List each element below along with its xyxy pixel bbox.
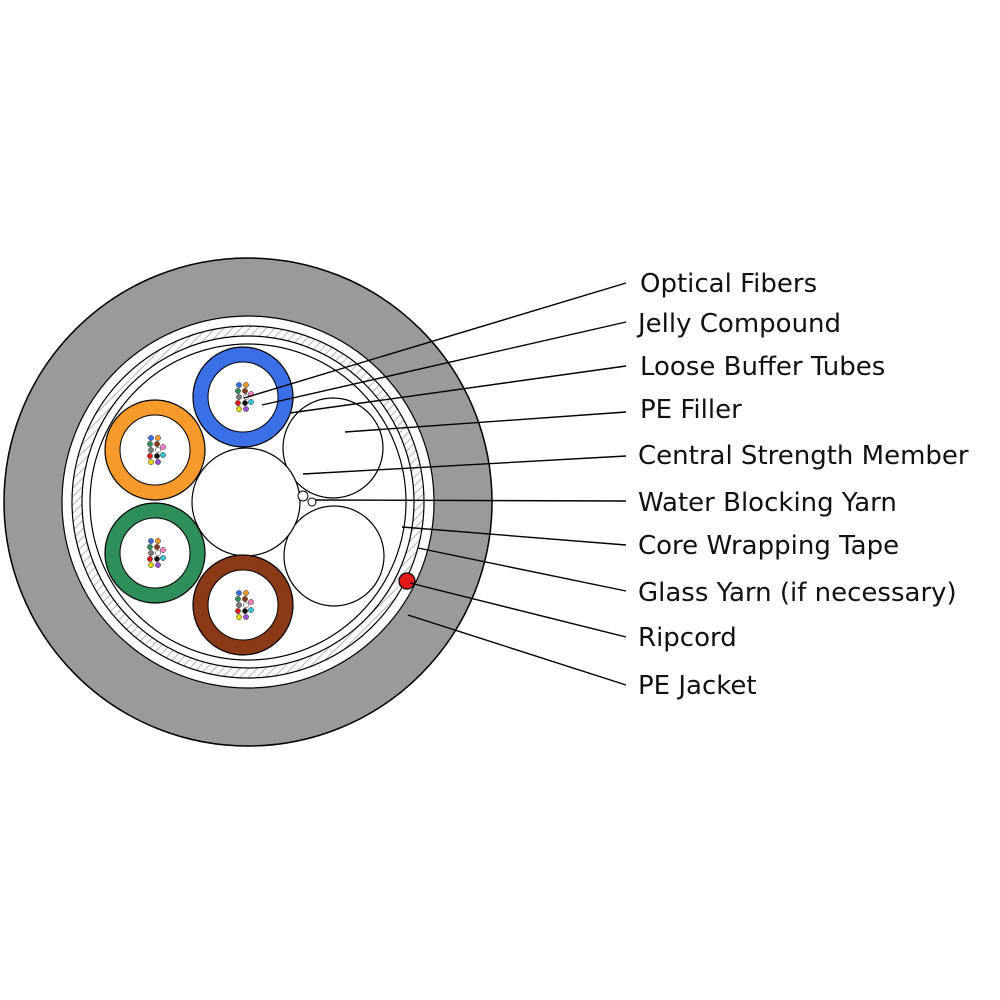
optical-fiber [243, 590, 249, 596]
optical-fiber [148, 435, 154, 441]
leader-core-wrapping-tape [401, 526, 627, 546]
optical-fiber [235, 608, 241, 614]
optical-fiber [155, 562, 161, 568]
leader-pe-filler [344, 411, 627, 433]
leader-water-blocking-yarn [314, 499, 627, 502]
optical-fiber [147, 556, 153, 562]
label-pe-jacket: PE Jacket [638, 671, 757, 701]
optical-fiber [154, 441, 160, 447]
optical-fiber [235, 400, 241, 406]
optical-fiber [236, 394, 242, 400]
optical-fiber [148, 550, 154, 556]
pe-filler-bottom [283, 505, 385, 607]
optical-fiber [155, 447, 161, 453]
optical-fiber [242, 608, 248, 614]
optical-fiber [242, 400, 248, 406]
leader-loose-buffer-tubes [289, 365, 627, 414]
label-ripcord: Ripcord [638, 623, 737, 653]
optical-fiber [242, 596, 248, 602]
optical-fiber [248, 399, 254, 405]
leader-lines [243, 282, 627, 686]
loose-buffer-tubes-group [104, 346, 294, 656]
water-blocking-yarn-dot-1 [297, 490, 309, 502]
callout-labels: Optical Fibers Jelly Compound Loose Buff… [636, 269, 969, 701]
optical-fiber [235, 596, 241, 602]
green-tube-jelly-compound [119, 517, 191, 589]
optical-fiber [147, 441, 153, 447]
optical-fiber [248, 607, 254, 613]
optical-fiber [148, 447, 154, 453]
optical-fiber [155, 550, 161, 556]
optical-fiber [243, 382, 249, 388]
ripcord-dot [398, 572, 416, 590]
optical-fiber [155, 538, 161, 544]
optical-fiber [243, 614, 249, 620]
optical-fiber [236, 382, 242, 388]
leader-central-strength-member [302, 455, 627, 475]
brown-tube-jelly-compound [207, 569, 279, 641]
label-core-wrapping-tape: Core Wrapping Tape [638, 531, 899, 561]
blue-tube-jelly-compound [207, 361, 279, 433]
pe-filler-top [282, 397, 384, 499]
optical-fiber [148, 562, 154, 568]
label-central-strength-member: Central Strength Member [638, 441, 969, 471]
optical-fiber [236, 406, 242, 412]
central-strength-member-circle [191, 447, 301, 557]
optical-fiber [155, 435, 161, 441]
optical-fiber [147, 453, 153, 459]
orange-tube-jelly-compound [119, 414, 191, 486]
optical-fiber [148, 459, 154, 465]
optical-fiber [160, 452, 166, 458]
leader-optical-fibers [243, 282, 627, 399]
optical-fiber [154, 556, 160, 562]
label-water-blocking-yarn: Water Blocking Yarn [638, 488, 897, 518]
optical-fiber [236, 614, 242, 620]
leader-pe-jacket [407, 614, 627, 686]
label-jelly-compound: Jelly Compound [636, 309, 841, 339]
optical-fiber [160, 555, 166, 561]
leader-ripcord [409, 582, 627, 638]
optical-fiber [236, 602, 242, 608]
optical-fiber [235, 388, 241, 394]
leader-jelly-compound [261, 321, 627, 406]
optical-fiber [148, 538, 154, 544]
optical-fiber [154, 544, 160, 550]
optical-fiber [242, 388, 248, 394]
label-pe-filler: PE Filler [640, 395, 742, 425]
optical-fiber [154, 453, 160, 459]
optical-fiber [236, 590, 242, 596]
leader-glass-yarn [417, 547, 627, 592]
optical-fiber [243, 406, 249, 412]
optical-fiber [160, 547, 166, 553]
optical-fiber [155, 459, 161, 465]
label-loose-buffer-tubes: Loose Buffer Tubes [640, 352, 885, 382]
label-glass-yarn: Glass Yarn (if necessary) [638, 578, 957, 608]
optical-fiber [243, 602, 249, 608]
optical-fiber [147, 544, 153, 550]
label-optical-fibers: Optical Fibers [640, 269, 817, 299]
optical-fiber [160, 444, 166, 450]
optical-fiber [248, 599, 254, 605]
water-blocking-yarn-dot-2 [307, 497, 317, 507]
